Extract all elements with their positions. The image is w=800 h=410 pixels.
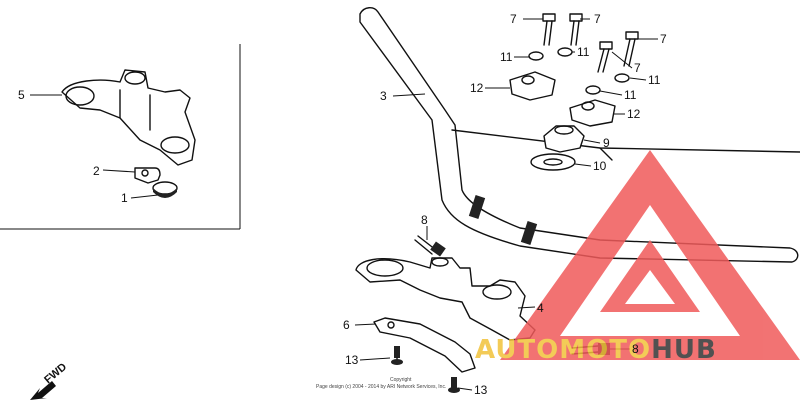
callout-8a: 8	[421, 213, 428, 227]
callout-2: 2	[93, 164, 100, 178]
copyright-line-1: Copyright	[390, 377, 412, 383]
inset-cap	[152, 181, 178, 198]
upper-holder-12a	[509, 71, 556, 101]
callout-3: 3	[380, 89, 387, 103]
bracket-6	[373, 317, 476, 373]
bolt-7c	[623, 31, 639, 67]
callout-11a: 11	[500, 50, 513, 64]
callout-9: 9	[603, 136, 610, 150]
bolt-13b	[448, 377, 460, 393]
bolt-7d	[597, 41, 613, 73]
fwd-label: FWD	[42, 361, 69, 386]
copyright: Copyright Page design (c) 2004 - 2014 by…	[316, 377, 446, 390]
washer-11c	[614, 73, 630, 83]
callout-6: 6	[343, 318, 350, 332]
callout-13b: 13	[474, 383, 488, 397]
callout-5: 5	[18, 88, 25, 102]
callout-11d: 11	[624, 88, 637, 102]
callout-13a: 13	[345, 353, 359, 367]
automotohub-watermark: AUTOMOTOHUB	[475, 150, 800, 365]
callout-7c: 7	[660, 32, 667, 46]
bolt-8-upper	[414, 235, 446, 257]
handlebar	[359, 7, 800, 263]
fwd-indicator: FWD	[30, 361, 69, 400]
callout-11b: 11	[577, 45, 590, 59]
watermark-auto: AUTO	[475, 335, 559, 365]
lower-holder-4	[355, 257, 536, 341]
callout-1: 1	[121, 191, 128, 205]
washer-11d	[585, 85, 601, 95]
washer-10	[530, 153, 576, 171]
copyright-line-2: Page design (c) 2004 - 2014 by ARI Netwo…	[316, 384, 446, 390]
callout-7a: 7	[510, 12, 517, 26]
washer-11a	[528, 51, 544, 61]
inset-frame	[0, 44, 241, 230]
upper-holder-12b	[569, 99, 616, 127]
bolt-7a	[542, 13, 556, 46]
callout-12b: 12	[627, 107, 641, 121]
callout-7b: 7	[594, 12, 601, 26]
inset-clip	[134, 167, 161, 184]
bolt-13a	[391, 346, 403, 365]
callout-7d: 7	[634, 61, 641, 75]
nut-9	[543, 125, 585, 153]
bolt-7b	[569, 13, 583, 46]
washer-11b	[557, 47, 573, 57]
inset-upper-holder	[61, 69, 196, 166]
watermark-moto: MOTO	[559, 335, 651, 365]
callout-4: 4	[537, 301, 544, 315]
watermark-hub: HUB	[651, 335, 717, 365]
svg-text:AUTOMOTOHUB: AUTOMOTOHUB	[475, 335, 717, 365]
callout-12a: 12	[470, 81, 484, 95]
callout-labels: 5 2 1 3 4 6 7 7 7 7 8 8 9 10 11 11 11 11…	[18, 12, 667, 397]
callout-11c: 11	[648, 73, 661, 87]
callout-8b: 8	[632, 342, 639, 356]
callout-10: 10	[593, 159, 607, 173]
